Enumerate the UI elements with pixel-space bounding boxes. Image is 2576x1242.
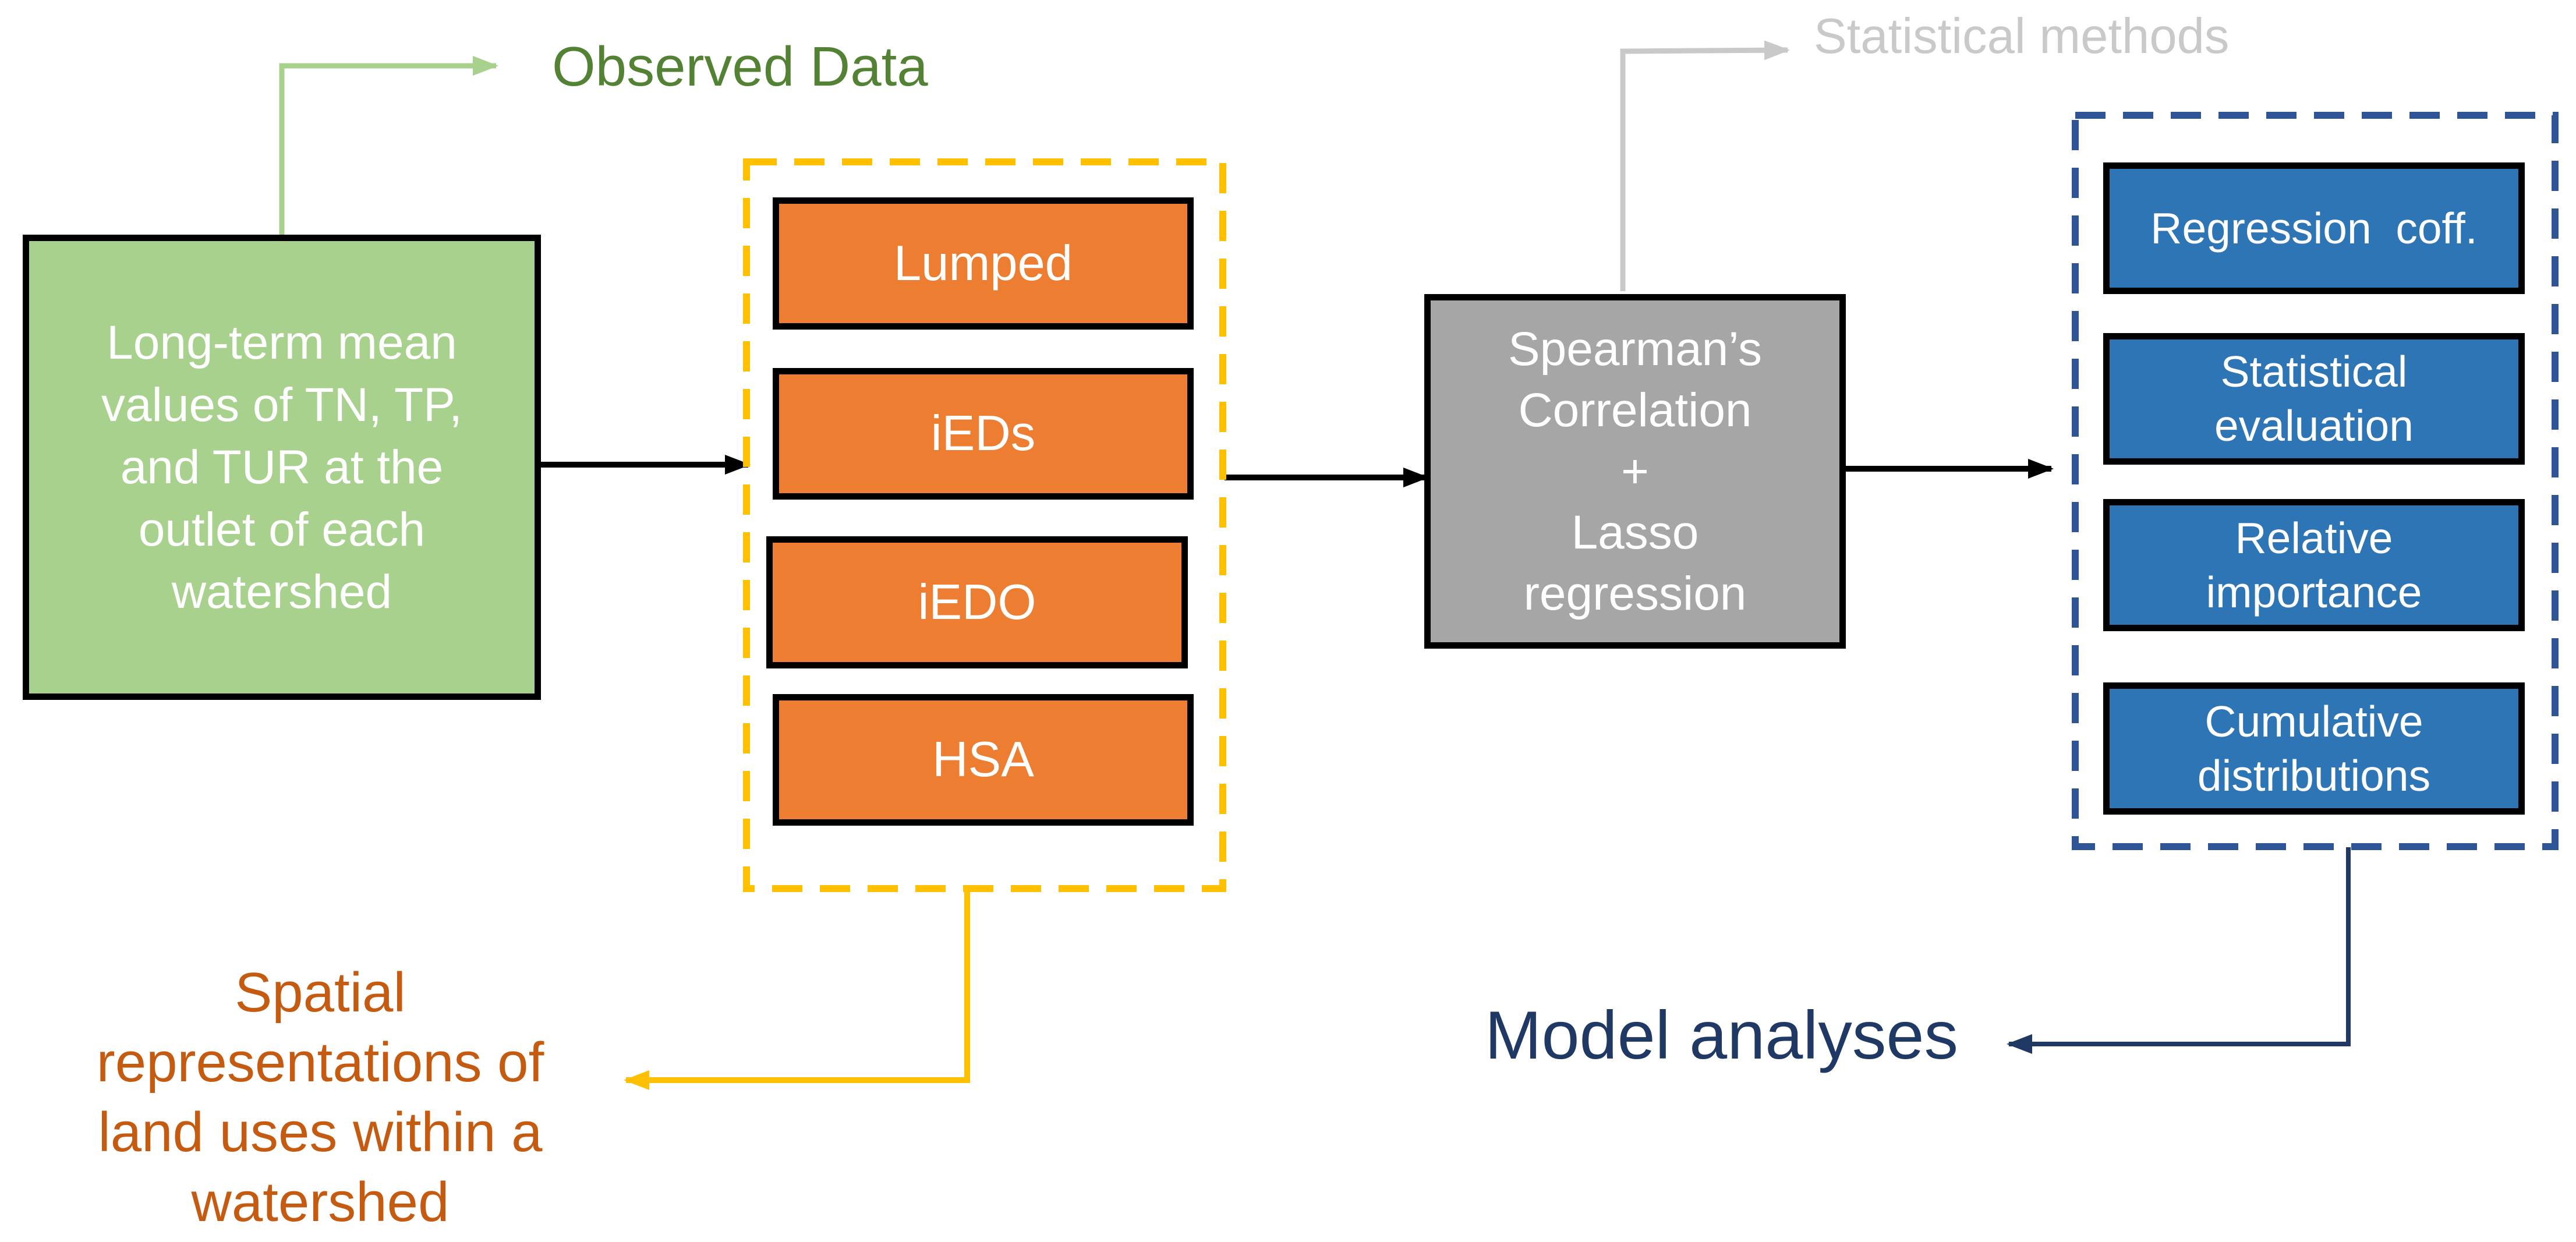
statistical-methods-box: Spearman’s Correlation + Lasso regressio… <box>1424 294 1846 649</box>
model-item-statistical-evaluation: Statistical evaluation <box>2103 333 2525 465</box>
stats-box-line: Lasso <box>1571 506 1699 559</box>
spatial-label-connector <box>624 889 970 1090</box>
observed-data-box: Long-term mean values of TN, TP, and TUR… <box>23 235 541 700</box>
spatial-label-line: watershed <box>191 1171 450 1233</box>
spatial-item-ieds: iEDs <box>773 368 1194 500</box>
model-item-cumulative-distributions: Cumulative distributions <box>2103 682 2525 815</box>
spatial-label-line: Spatial <box>235 961 406 1024</box>
spatial-label-line: representations of <box>96 1031 544 1094</box>
model-label-connector <box>2007 847 2351 1054</box>
spatial-label-line: land uses within a <box>98 1101 543 1163</box>
stats-box-line: regression <box>1523 567 1747 620</box>
stats-label-connector <box>1620 40 1790 291</box>
spatial-group-frame <box>743 158 1226 892</box>
model-group-frame <box>2072 112 2559 850</box>
observed-data-label: Observed Data <box>552 36 928 98</box>
observed-box-line: and TUR at the <box>120 441 444 494</box>
spatial-item-lumped: Lumped <box>773 197 1194 330</box>
observed-box-line: watershed <box>171 565 392 618</box>
observed-box-line: values of TN, TP, <box>101 378 462 431</box>
statistical-methods-box-text: Spearman’s Correlation + Lasso regressio… <box>1508 319 1762 624</box>
spatial-item-hsa: HSA <box>773 694 1194 826</box>
model-item-relative-importance: Relative importance <box>2103 499 2525 631</box>
model-item-regression-coff: Regression coff. <box>2103 162 2525 294</box>
stats-box-line: Spearman’s <box>1508 323 1763 376</box>
model-analyses-label: Model analyses <box>1485 997 1958 1073</box>
observed-box-line: Long-term mean <box>107 316 457 369</box>
observed-data-box-text: Long-term mean values of TN, TP, and TUR… <box>101 312 462 623</box>
spatial-representations-label: Spatial representations of land uses wit… <box>58 958 582 1237</box>
statistical-methods-label: Statistical methods <box>1814 9 2230 64</box>
spatial-item-iedo: iEDO <box>766 536 1188 668</box>
observed-label-connector <box>279 56 498 235</box>
stats-box-line: + <box>1621 445 1649 498</box>
observed-box-line: outlet of each <box>138 503 426 556</box>
stats-box-line: Correlation <box>1518 384 1752 437</box>
